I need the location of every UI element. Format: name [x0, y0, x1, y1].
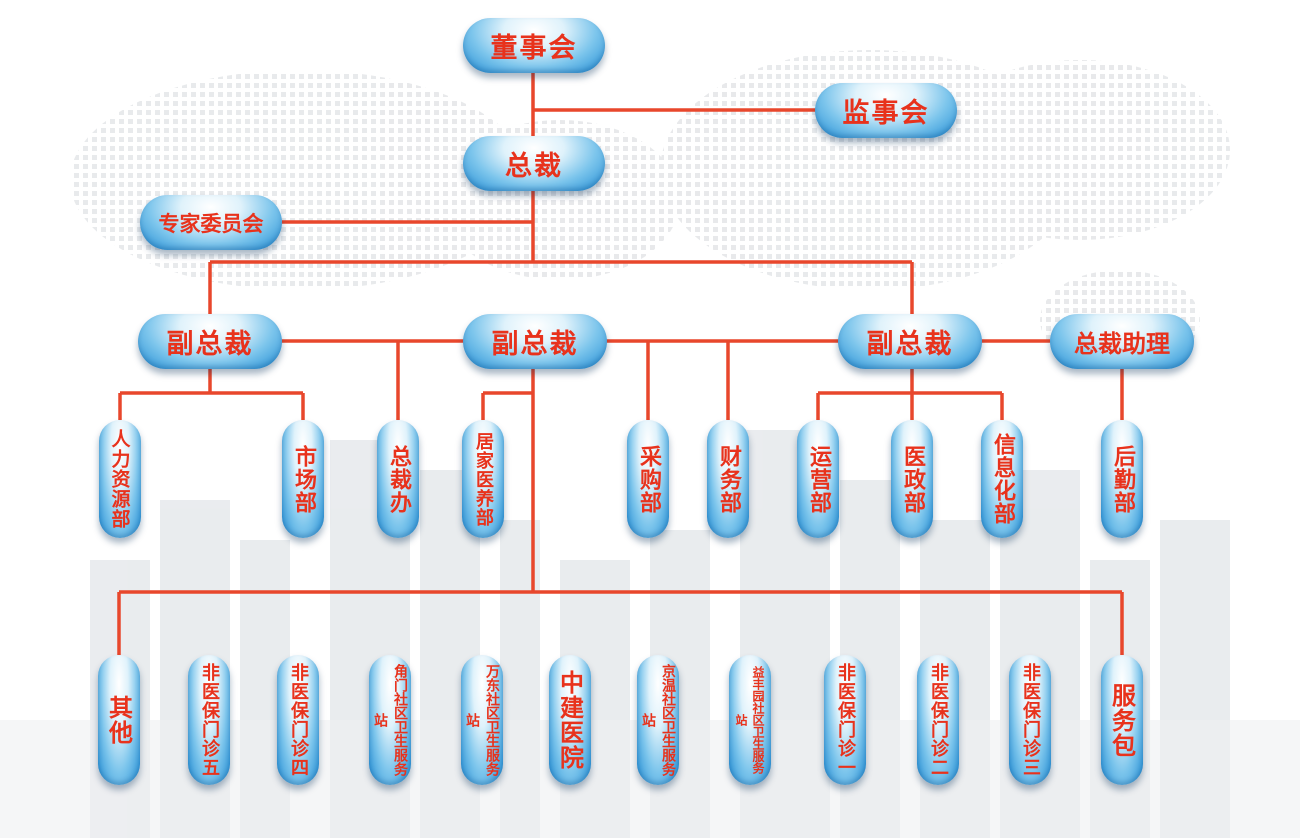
dept-office-node[interactable]: 总裁办	[377, 420, 419, 538]
board-node[interactable]: 董事会	[463, 18, 605, 73]
unit-package-node[interactable]: 服务包	[1101, 655, 1143, 785]
vp-right-node[interactable]: 副总裁	[838, 314, 982, 369]
unit-wandong-node[interactable]: 万东社区卫生服务站	[461, 655, 503, 785]
unit-clinic3-node[interactable]: 非医保门诊三	[1009, 655, 1051, 785]
dept-purchase-node[interactable]: 采购部	[627, 420, 669, 538]
unit-clinic5-node[interactable]: 非医保门诊五	[188, 655, 230, 785]
dept-it-node[interactable]: 信息化部	[981, 420, 1023, 538]
dept-ops-node[interactable]: 运营部	[797, 420, 839, 538]
dept-homecare-node[interactable]: 居家医养部	[462, 420, 504, 538]
unit-jiaomen-node[interactable]: 角门社区卫生服务站	[369, 655, 411, 785]
unit-jingwen-node[interactable]: 京温社区卫生服务站	[637, 655, 679, 785]
unit-hospital-node[interactable]: 中建医院	[549, 655, 591, 785]
president-node[interactable]: 总裁	[463, 136, 605, 191]
unit-other-node[interactable]: 其他	[98, 655, 140, 785]
unit-clinic4-node[interactable]: 非医保门诊四	[277, 655, 319, 785]
assistant-node[interactable]: 总裁助理	[1050, 314, 1194, 369]
dept-medical-node[interactable]: 医政部	[891, 420, 933, 538]
unit-clinic1-node[interactable]: 非医保门诊一	[824, 655, 866, 785]
dept-market-node[interactable]: 市场部	[282, 420, 324, 538]
vp-center-node[interactable]: 副总裁	[463, 314, 607, 369]
experts-node[interactable]: 专家委员会	[140, 195, 282, 250]
unit-clinic2-node[interactable]: 非医保门诊二	[917, 655, 959, 785]
unit-yifengyuan-node[interactable]: 益丰园社区卫生服务站	[729, 655, 771, 785]
vp-left-node[interactable]: 副总裁	[138, 314, 282, 369]
dept-finance-node[interactable]: 财务部	[707, 420, 749, 538]
supervisors-node[interactable]: 监事会	[815, 83, 957, 138]
dept-hr-node[interactable]: 人力资源部	[99, 420, 141, 538]
dept-logistics-node[interactable]: 后勤部	[1101, 420, 1143, 538]
